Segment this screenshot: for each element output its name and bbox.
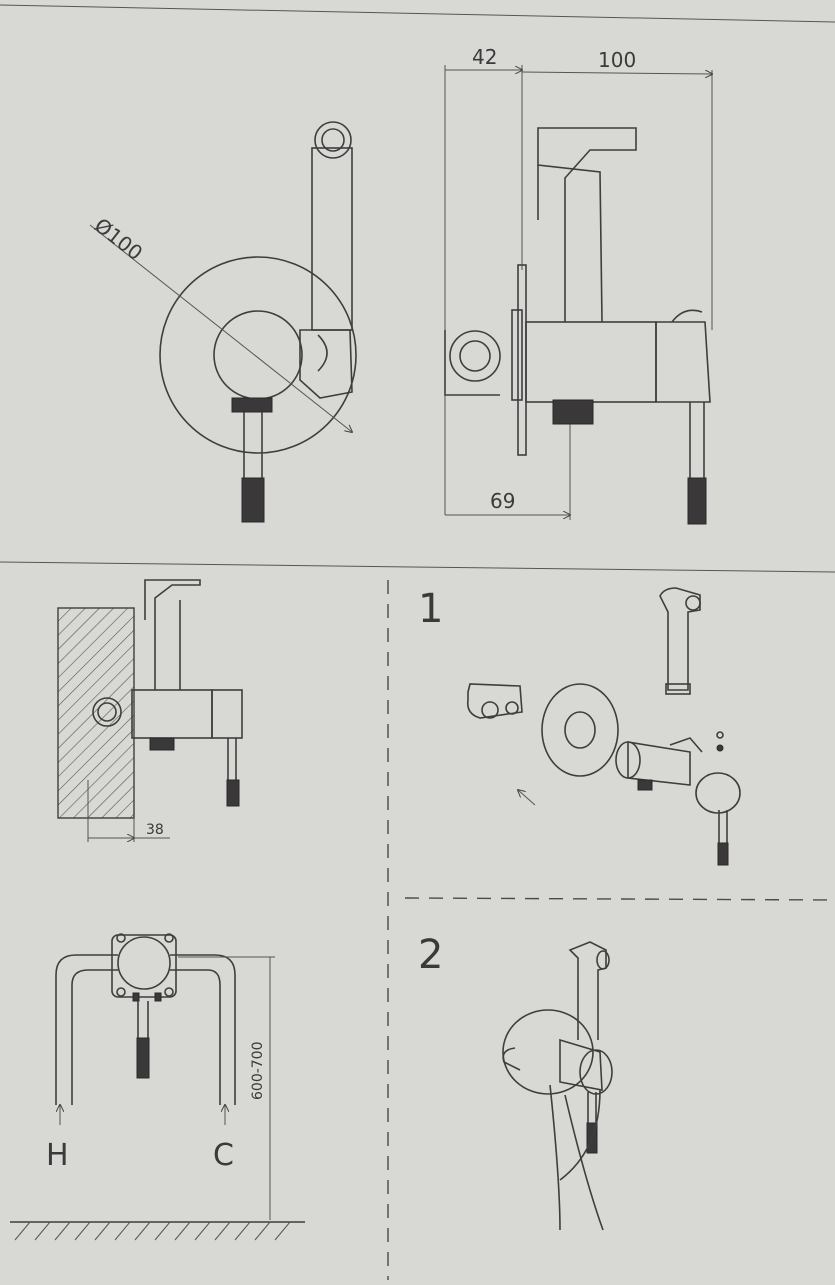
height-range-label: 600-700 [250,1042,266,1101]
step-1-number: 1 [418,586,443,632]
dimension-38: 38 [146,822,164,838]
dimension-100: 100 [598,48,636,72]
section-dividers [0,4,835,1280]
step-1-exploded-view [466,587,741,866]
front-view [89,121,357,523]
step-2-assembled-view [502,941,613,1231]
diameter-label: Ø100 [90,213,147,265]
cold-pipe-label: C [213,1138,234,1173]
wall-section-view [57,579,243,842]
hot-pipe-label: H [46,1138,69,1173]
dimension-42: 42 [472,45,497,69]
pipe-connection-diagram [10,933,305,1241]
step-2-number: 2 [418,932,443,978]
dimension-69: 69 [490,489,515,513]
side-view [444,65,712,525]
